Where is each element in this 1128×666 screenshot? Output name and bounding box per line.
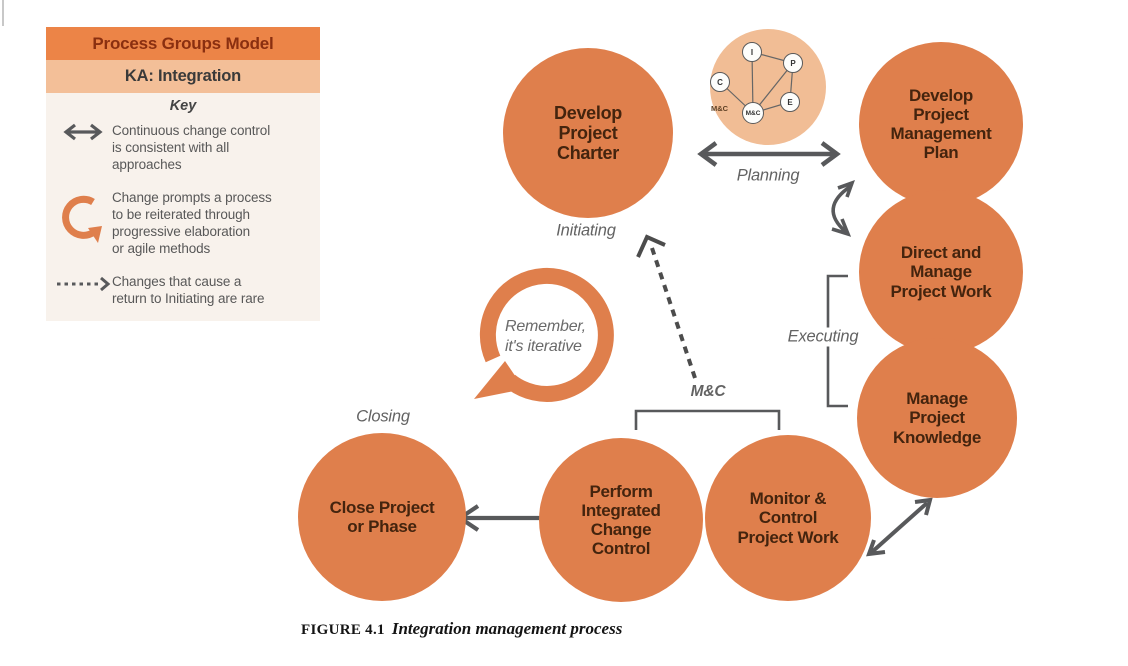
node-manage-project-knowledge: Manage Project Knowledge bbox=[857, 338, 1017, 498]
key-item-text: Changes that cause a return to Initiatin… bbox=[112, 274, 265, 306]
mini-node-mc: M&C bbox=[742, 102, 764, 124]
dashed-return-arrow-icon bbox=[636, 234, 697, 379]
planning-double-arrow-icon bbox=[697, 141, 841, 167]
mini-node-closing: C bbox=[710, 72, 730, 92]
mini-node-initiating: I bbox=[742, 42, 762, 62]
key-item-return-rare: Changes that cause a return to Initiatin… bbox=[54, 273, 312, 307]
legend-title: Process Groups Model bbox=[46, 27, 320, 60]
legend-subtitle: KA: Integration bbox=[46, 60, 320, 93]
figure-caption-title: Integration management process bbox=[391, 619, 623, 638]
node-close-project-or-phase: Close Project or Phase bbox=[298, 433, 466, 601]
figure-caption-label: FIGURE 4.1 bbox=[301, 622, 385, 638]
double-arrow-icon bbox=[54, 122, 112, 142]
node-monitor-control-project-work: Monitor & Control Project Work bbox=[705, 435, 871, 601]
key-item-continuous-change: Continuous change control is consistent … bbox=[54, 122, 312, 173]
label-closing: Closing bbox=[356, 407, 410, 426]
key-label: Key bbox=[169, 98, 197, 114]
label-planning: Planning bbox=[736, 166, 800, 185]
key-item-text: Change prompts a process to be reiterate… bbox=[112, 190, 272, 256]
label-initiating: Initiating bbox=[556, 221, 616, 240]
knowledge-monitor-double-arrow-icon bbox=[866, 497, 933, 557]
mc-bracket bbox=[634, 409, 781, 430]
label-executing: Executing bbox=[784, 327, 862, 347]
node-develop-project-charter: Develop Project Charter bbox=[503, 48, 673, 218]
figure-caption: FIGURE 4.1 Integration management process bbox=[301, 619, 622, 639]
page-edge-artifact bbox=[2, 0, 4, 26]
mini-node-planning: P bbox=[783, 53, 803, 73]
node-develop-project-management-plan: Develop Project Management Plan bbox=[859, 42, 1023, 206]
dashed-arrow-icon bbox=[54, 276, 112, 292]
legend-key-section: Key Continuous change control is consist… bbox=[46, 93, 320, 321]
close-arrow-icon bbox=[456, 504, 549, 532]
iterative-note: Remember, it's iterative bbox=[505, 318, 586, 355]
node-perform-integrated-change-control: Perform Integrated Change Control bbox=[539, 438, 703, 602]
node-direct-and-manage-project-work: Direct and Manage Project Work bbox=[859, 190, 1023, 354]
curved-arrow-icon bbox=[54, 195, 112, 245]
key-item-change-reiterate: Change prompts a process to be reiterate… bbox=[54, 189, 312, 257]
legend-box: Process Groups Model KA: Integration Key… bbox=[46, 27, 320, 321]
plan-work-curved-arrow-icon bbox=[831, 180, 855, 237]
process-groups-bubble: I P E C M&C M&C bbox=[710, 29, 826, 145]
label-mc: M&C bbox=[690, 383, 726, 400]
mini-node-executing: E bbox=[780, 92, 800, 112]
bubble-mc-label: M&C bbox=[711, 104, 729, 113]
key-item-text: Continuous change control is consistent … bbox=[112, 123, 271, 172]
